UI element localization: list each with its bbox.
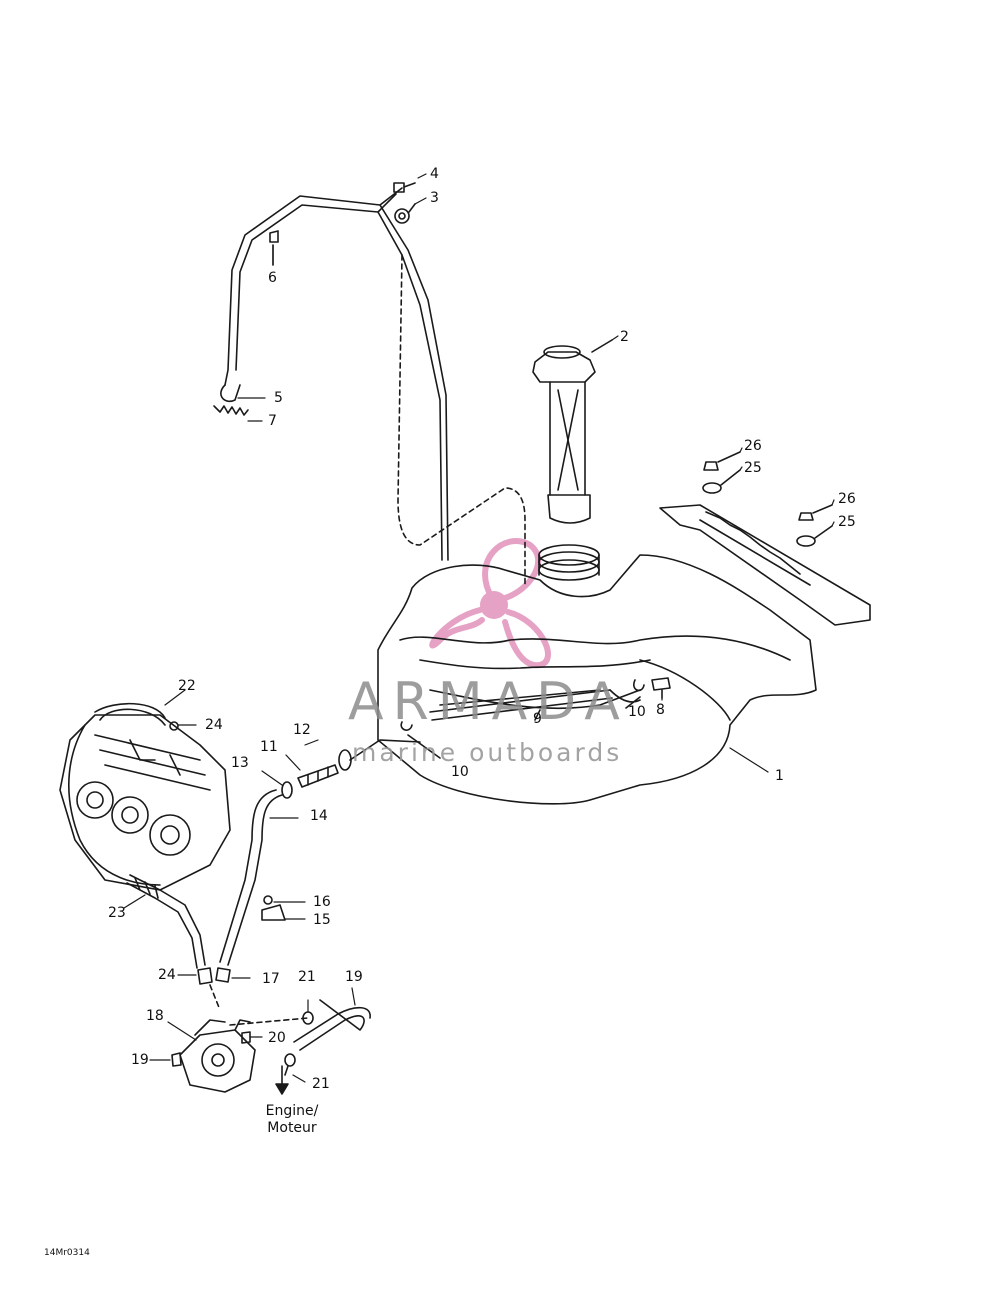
callout-15: 15 [313,912,331,928]
grommet-3 [394,203,416,224]
clip-6 [269,230,279,266]
callout-8: 8 [656,702,665,718]
callout-2: 2 [620,329,629,345]
callout-21a: 21 [298,969,316,985]
fuel-gauge-cap [532,339,613,524]
engine-note: Engine/ Moteur [252,1103,332,1137]
bracket-15 [261,904,286,921]
callout-24b: 24 [158,967,176,983]
screw-16 [263,895,273,905]
callout-10b: 10 [451,764,469,780]
fuel-pump [179,1019,256,1093]
callout-10a: 10 [628,704,646,720]
engine-note-line1: Engine/ [265,1103,319,1119]
vent-hose [220,187,526,586]
clamp-17 [215,967,231,983]
filler-neck [538,544,600,581]
spring-7 [213,405,249,416]
callout-11: 11 [260,739,278,755]
hose-20 [293,999,371,1051]
watermark-brand: ARMADA [348,672,629,732]
watermark-tagline: marine outboards [352,738,623,767]
fitting-8 [651,677,671,699]
callout-1: 1 [775,768,784,784]
callout-7: 7 [268,413,277,429]
callout-20: 19 [345,969,363,985]
mounting-bracket [659,504,871,626]
callout-14: 14 [310,808,328,824]
callout-13: 13 [231,755,249,771]
engine-arrow [275,1065,289,1095]
leader-lines [123,173,835,1083]
hose-9 [429,689,613,721]
callout-25b: 25 [838,514,856,530]
clamp-21b [284,1053,296,1076]
callout-25a: 25 [744,460,762,476]
engine-carburetors [59,714,231,891]
callout-19b: 20 [268,1030,286,1046]
clamp-13 [281,781,293,799]
clamp-10b [400,721,441,759]
callout-19a: 19 [131,1052,149,1068]
callout-9: 9 [533,711,542,727]
fitting-4 [393,182,416,193]
callout-18: 18 [146,1008,164,1024]
clamp-10a [625,679,645,709]
fitting-12 [338,739,421,771]
callout-26a: 26 [744,438,762,454]
callout-26b: 26 [838,491,856,507]
hose-23 [126,874,206,969]
propeller-logo [429,538,551,669]
nut-26a [703,451,741,471]
callout-17: 17 [262,971,280,987]
callout-16: 16 [313,894,331,910]
fitting-11 [297,764,339,788]
washer-25b [796,525,833,547]
clamp-24b [197,967,213,985]
fuel-tank [377,554,817,805]
figure-code: 14Mr0314 [44,1248,90,1258]
callout-4: 4 [430,166,439,182]
callout-22: 22 [178,678,196,694]
clamp-24a [169,721,179,731]
callout-21b: 21 [312,1076,330,1092]
washer-25a [702,469,741,494]
fitting-19a [171,1052,182,1067]
callout-23: 23 [108,905,126,921]
callout-12: 12 [293,722,311,738]
nut-26b [798,504,833,521]
fitting-19b [241,1031,251,1044]
engine-note-line2: Moteur [267,1120,317,1136]
hose-14 [219,789,283,966]
callout-3: 3 [430,190,439,206]
callout-24a: 24 [205,717,223,733]
pump-link [229,1017,309,1026]
callout-6: 6 [268,270,277,286]
callout-5: 5 [274,390,283,406]
hose-22 [94,702,166,726]
